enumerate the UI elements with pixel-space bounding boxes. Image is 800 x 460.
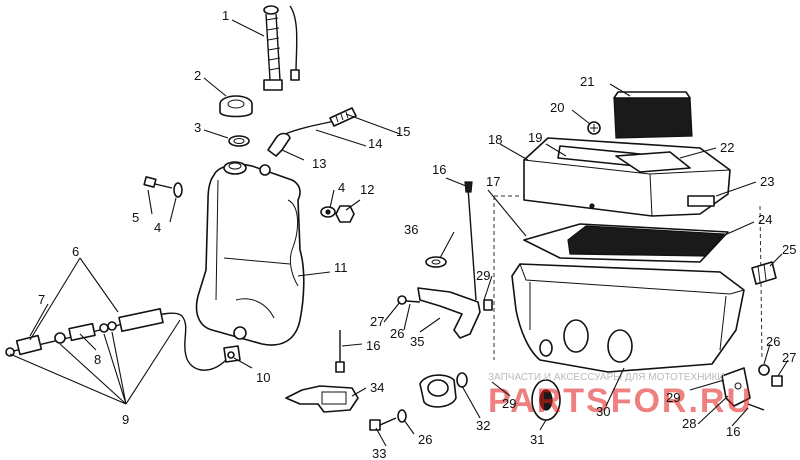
- callout-34: 34: [370, 380, 384, 395]
- callout-12: 12: [360, 182, 374, 197]
- callout-8: 8: [94, 352, 101, 367]
- callout-24: 24: [758, 212, 772, 227]
- callout-20: 20: [550, 100, 564, 115]
- callout-31: 31: [530, 432, 544, 447]
- callout-29-upper: 29: [476, 268, 490, 283]
- callout-7: 7: [38, 292, 45, 307]
- callout-5: 5: [132, 210, 139, 225]
- callout-29-lower-left: 29: [502, 396, 516, 411]
- callout-3: 3: [194, 120, 201, 135]
- foam-filter-21: [613, 91, 693, 139]
- side-bracket-28: [721, 367, 751, 407]
- fuel-tank: [195, 163, 305, 346]
- bolt-33: [369, 409, 407, 431]
- callout-16-mid: 16: [366, 338, 380, 353]
- callout-30: 30: [596, 404, 610, 419]
- callout-11: 11: [334, 260, 348, 275]
- callout-1: 1: [222, 8, 229, 23]
- cap-gasket: [228, 135, 250, 147]
- leader-lines: [9, 19, 789, 447]
- callout-28: 28: [682, 416, 696, 431]
- right-bolts: [747, 364, 783, 411]
- callout-26-left: 26: [390, 326, 404, 341]
- callout-2: 2: [194, 68, 201, 83]
- callout-4-right: 4: [338, 180, 345, 195]
- callout-27-left: 27: [370, 314, 384, 329]
- callout-6: 6: [72, 244, 79, 259]
- vent-valve: [329, 107, 357, 127]
- callout-22: 22: [720, 140, 734, 155]
- lid-screw-20: [587, 121, 601, 135]
- callout-26-center: 26: [418, 432, 432, 447]
- callout-32: 32: [476, 418, 490, 433]
- callout-35: 35: [410, 334, 424, 349]
- air-box-lid: [523, 137, 731, 217]
- bracket-bolts: [397, 295, 493, 311]
- callout-27-right: 27: [782, 350, 796, 365]
- mount-bracket-35: [417, 287, 481, 339]
- callout-18: 18: [488, 132, 502, 147]
- callout-25: 25: [782, 242, 796, 257]
- callout-14: 14: [368, 136, 382, 151]
- watermark: PARTSFOR.RU ЗАПЧАСТИ И АКСЕССУАРЫ ДЛЯ МО…: [488, 372, 753, 420]
- intake-boot-31: [531, 379, 561, 421]
- callout-numbers: 1 2 3 5 4 4 12 11 13 14 15 6 7 8 9 10 16…: [38, 8, 796, 460]
- fuel-shutoff-valve: [223, 345, 241, 363]
- air-box-base: [511, 263, 745, 373]
- callout-10: 10: [256, 370, 270, 385]
- callout-21: 21: [580, 74, 594, 89]
- idler-32: [419, 372, 468, 408]
- watermark-caption: ЗАПЧАСТИ И АКСЕССУАРЫ ДЛЯ МОТОТЕХНИКИ: [488, 372, 725, 383]
- fuel-gauge-sender: [263, 5, 300, 91]
- callout-17: 17: [486, 174, 500, 189]
- callout-13: 13: [312, 156, 326, 171]
- mount-bolt-left: [143, 176, 183, 198]
- fuel-line-assembly: [5, 307, 227, 371]
- callout-23: 23: [760, 174, 774, 189]
- support-rod: [467, 187, 477, 301]
- callout-26-right: 26: [766, 334, 780, 349]
- callout-16-top: 16: [432, 162, 446, 177]
- filler-neck: [223, 161, 247, 175]
- tank-outlet: [233, 326, 247, 340]
- callout-9: 9: [122, 412, 129, 427]
- callout-19: 19: [528, 130, 542, 145]
- mount-grommet-right: [320, 205, 355, 223]
- filter-screen-24: [567, 225, 726, 257]
- fuel-cap: [219, 95, 253, 118]
- grommet-36: [425, 256, 447, 268]
- callout-33: 33: [372, 446, 386, 460]
- callout-36: 36: [404, 222, 418, 237]
- callout-29-lower-right: 29: [666, 390, 680, 405]
- hose-clamp-25: [751, 261, 777, 285]
- callout-15: 15: [396, 124, 410, 139]
- fuel-tank-group: [195, 161, 305, 346]
- watermark-logo: PARTSFOR.RU: [488, 382, 753, 420]
- callout-4-left: 4: [154, 220, 161, 235]
- callout-16-right: 16: [726, 424, 740, 439]
